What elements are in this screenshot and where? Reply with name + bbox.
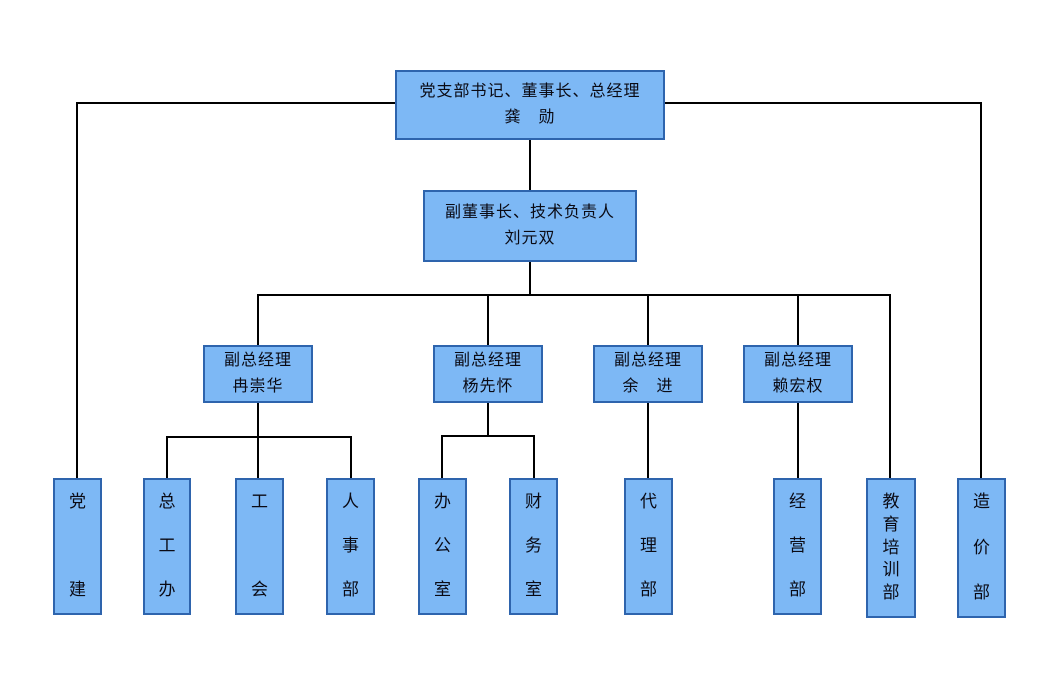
dept-label: 代理部 <box>640 492 657 599</box>
dept-label: 造价部 <box>973 492 990 602</box>
connector-line <box>257 294 259 345</box>
org-box-vice-chairman: 副董事长、技术负责人 刘元双 <box>423 190 637 262</box>
connector-line <box>487 294 489 345</box>
vice-chairman-name: 刘元双 <box>504 230 556 247</box>
dept-label: 办公室 <box>434 492 451 599</box>
dept-box-hr: 人事部 <box>326 478 375 615</box>
connector-line <box>663 102 982 104</box>
dept-box-labor-union: 工会 <box>235 478 284 615</box>
connector-line <box>441 435 535 437</box>
connector-line <box>487 403 489 437</box>
deputy-name: 余 进 <box>622 378 674 395</box>
org-box-deputy-yang-xianhuai: 副总经理 杨先怀 <box>433 345 543 403</box>
dept-box-education-training: 教育培训部 <box>866 478 916 618</box>
connector-line <box>76 102 78 478</box>
deputy-title: 副总经理 <box>763 351 832 369</box>
connector-line <box>166 436 168 478</box>
deputy-title: 副总经理 <box>613 351 682 369</box>
deputy-name: 冉崇华 <box>232 378 284 395</box>
connector-line <box>257 403 259 438</box>
deputy-title: 副总经理 <box>223 351 292 369</box>
dept-label: 总工办 <box>158 492 176 599</box>
connector-line <box>529 262 531 296</box>
dept-label: 工会 <box>251 492 268 599</box>
dept-box-operations: 经营部 <box>773 478 822 615</box>
org-box-chairman: 党支部书记、董事长、总经理 龚 勋 <box>395 70 665 140</box>
dept-box-chief-engineer-office: 总工办 <box>143 478 191 615</box>
deputy-name: 赖宏权 <box>772 378 824 395</box>
connector-line <box>77 102 397 104</box>
connector-line <box>797 403 799 478</box>
connector-line <box>350 436 352 478</box>
chairman-name: 龚 勋 <box>504 109 556 126</box>
dept-label: 经营部 <box>789 492 806 599</box>
dept-label: 财务室 <box>525 492 542 599</box>
dept-box-cost: 造价部 <box>957 478 1006 618</box>
chairman-title: 党支部书记、董事长、总经理 <box>419 82 641 100</box>
connector-line <box>647 294 649 345</box>
org-box-deputy-lai-hongquan: 副总经理 赖宏权 <box>743 345 853 403</box>
connector-line <box>889 294 891 478</box>
dept-box-finance: 财务室 <box>509 478 558 615</box>
connector-line <box>980 102 982 478</box>
dept-box-agency: 代理部 <box>624 478 673 615</box>
connector-line <box>797 294 799 345</box>
org-box-deputy-yu-jin: 副总经理 余 进 <box>593 345 703 403</box>
dept-box-office: 办公室 <box>418 478 467 615</box>
org-box-deputy-ran-chonghua: 副总经理 冉崇华 <box>203 345 313 403</box>
connector-line <box>529 140 531 190</box>
deputy-title: 副总经理 <box>453 351 522 369</box>
connector-line <box>647 403 649 478</box>
dept-label: 教育培训部 <box>882 492 900 602</box>
vice-chairman-title: 副董事长、技术负责人 <box>444 203 615 221</box>
connector-line <box>441 435 443 478</box>
dept-label: 人事部 <box>342 492 359 599</box>
connector-line <box>257 294 891 296</box>
dept-label: 党建 <box>69 492 86 599</box>
deputy-name: 杨先怀 <box>462 378 514 395</box>
connector-line <box>533 435 535 478</box>
connector-line <box>166 436 352 438</box>
dept-box-party-building: 党建 <box>53 478 102 615</box>
connector-line <box>257 436 259 478</box>
